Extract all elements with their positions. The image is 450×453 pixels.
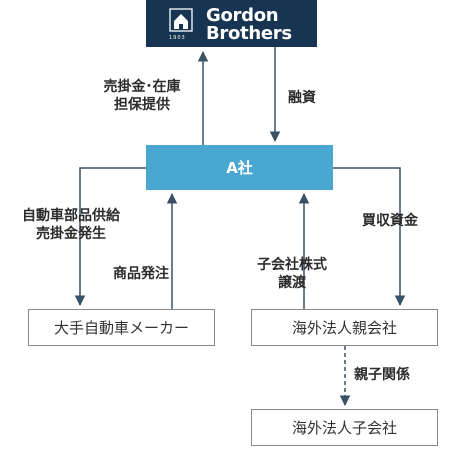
house-icon bbox=[169, 8, 193, 32]
label-stock-transfer-line2: 譲渡 bbox=[278, 275, 306, 291]
overseas-parent-node: 海外法人親会社 bbox=[251, 309, 438, 346]
arrow-acquisition-funds bbox=[333, 167, 406, 307]
label-financing: 融資 bbox=[288, 90, 316, 106]
label-parts-supply-line1: 自動車部品供給 bbox=[22, 208, 120, 224]
automaker-node: 大手自動車メーカー bbox=[28, 309, 215, 346]
label-parent-child: 親子関係 bbox=[354, 367, 410, 383]
label-collateral-line2: 担保提供 bbox=[114, 97, 170, 113]
logo-year: 1903 bbox=[169, 35, 186, 41]
label-parts-supply: 自動車部品供給 売掛金発生 bbox=[6, 207, 136, 243]
label-collateral: 売掛金･在庫 担保提供 bbox=[87, 78, 197, 114]
label-parts-supply-line2: 売掛金発生 bbox=[36, 226, 106, 242]
label-acquisition-funds: 買収資金 bbox=[362, 213, 418, 229]
logo-text-gordon: Gordon bbox=[206, 5, 279, 26]
gordon-brothers-logo: 1903 Gordon Brothers bbox=[146, 0, 317, 47]
company-a-node: A社 bbox=[146, 145, 333, 190]
logo-text-brothers: Brothers bbox=[206, 23, 292, 44]
label-stock-transfer-line1: 子会社株式 bbox=[257, 257, 327, 273]
label-stock-transfer: 子会社株式 譲渡 bbox=[252, 256, 332, 292]
label-collateral-line1: 売掛金･在庫 bbox=[103, 79, 181, 95]
overseas-subsidiary-node: 海外法人子会社 bbox=[251, 409, 438, 446]
label-product-order: 商品発注 bbox=[113, 266, 169, 282]
arrow-parts-supply bbox=[74, 167, 146, 307]
